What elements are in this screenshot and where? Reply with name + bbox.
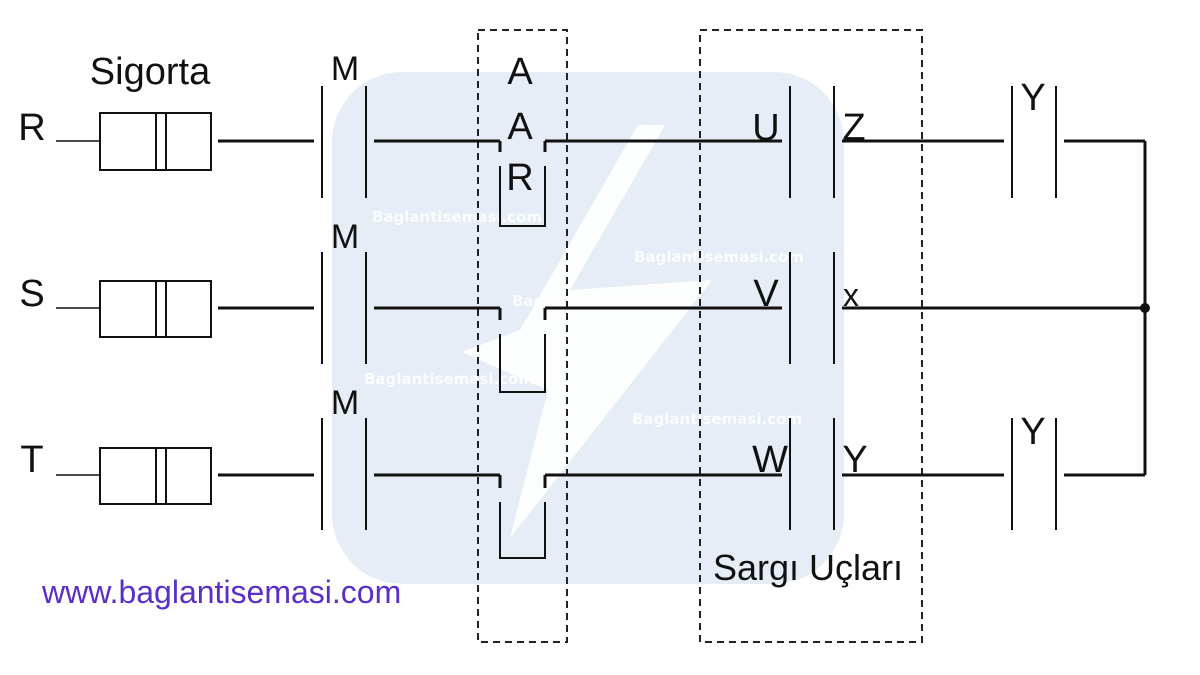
watermark-text: Baglantisemasi.com bbox=[364, 370, 534, 388]
phase-r-line bbox=[56, 86, 1145, 227]
watermark-logo: Baglantisemasi.com Baglantisemasi.com Ba… bbox=[332, 72, 844, 584]
site-url: www.baglantisemasi.com bbox=[41, 574, 401, 610]
overload-label: R bbox=[506, 157, 533, 199]
circuit-lines bbox=[56, 86, 1147, 559]
overload-label: A bbox=[507, 106, 533, 148]
winding-terminals-box bbox=[699, 29, 923, 643]
winding-terminals-label: Sargı Uçları bbox=[713, 547, 903, 588]
contactor-label: M bbox=[331, 218, 359, 256]
winding-label-y: Y bbox=[842, 439, 867, 481]
watermark-text: Baglantisemasi.com bbox=[512, 292, 682, 310]
watermark-text: Baglantisemasi.com bbox=[372, 208, 542, 226]
winding-label-x: x bbox=[843, 277, 859, 313]
contactor-label: M bbox=[331, 50, 359, 88]
watermark-text: Baglantisemasi.com bbox=[634, 248, 804, 266]
phase-s-line bbox=[56, 252, 1145, 393]
star-contactor-label: Y bbox=[1020, 411, 1045, 453]
overload-label: A bbox=[507, 51, 533, 93]
phase-label-s: S bbox=[19, 273, 44, 315]
phase-t-line bbox=[56, 418, 1145, 559]
overload-relay-box bbox=[477, 29, 568, 643]
contactor-label: M bbox=[331, 384, 359, 422]
star-contactor-label: Y bbox=[1020, 77, 1045, 119]
winding-label-v: V bbox=[753, 273, 779, 315]
lightning-bolt-icon bbox=[462, 125, 712, 538]
watermark-text: Baglantisemasi.com bbox=[632, 410, 802, 428]
fuse-label: Sigorta bbox=[90, 51, 211, 93]
phase-label-r: R bbox=[18, 107, 45, 149]
winding-label-u: U bbox=[752, 107, 779, 149]
winding-label-z: Z bbox=[842, 107, 865, 149]
winding-label-w: W bbox=[752, 439, 788, 481]
phase-label-t: T bbox=[20, 439, 43, 481]
star-point bbox=[1140, 303, 1150, 313]
